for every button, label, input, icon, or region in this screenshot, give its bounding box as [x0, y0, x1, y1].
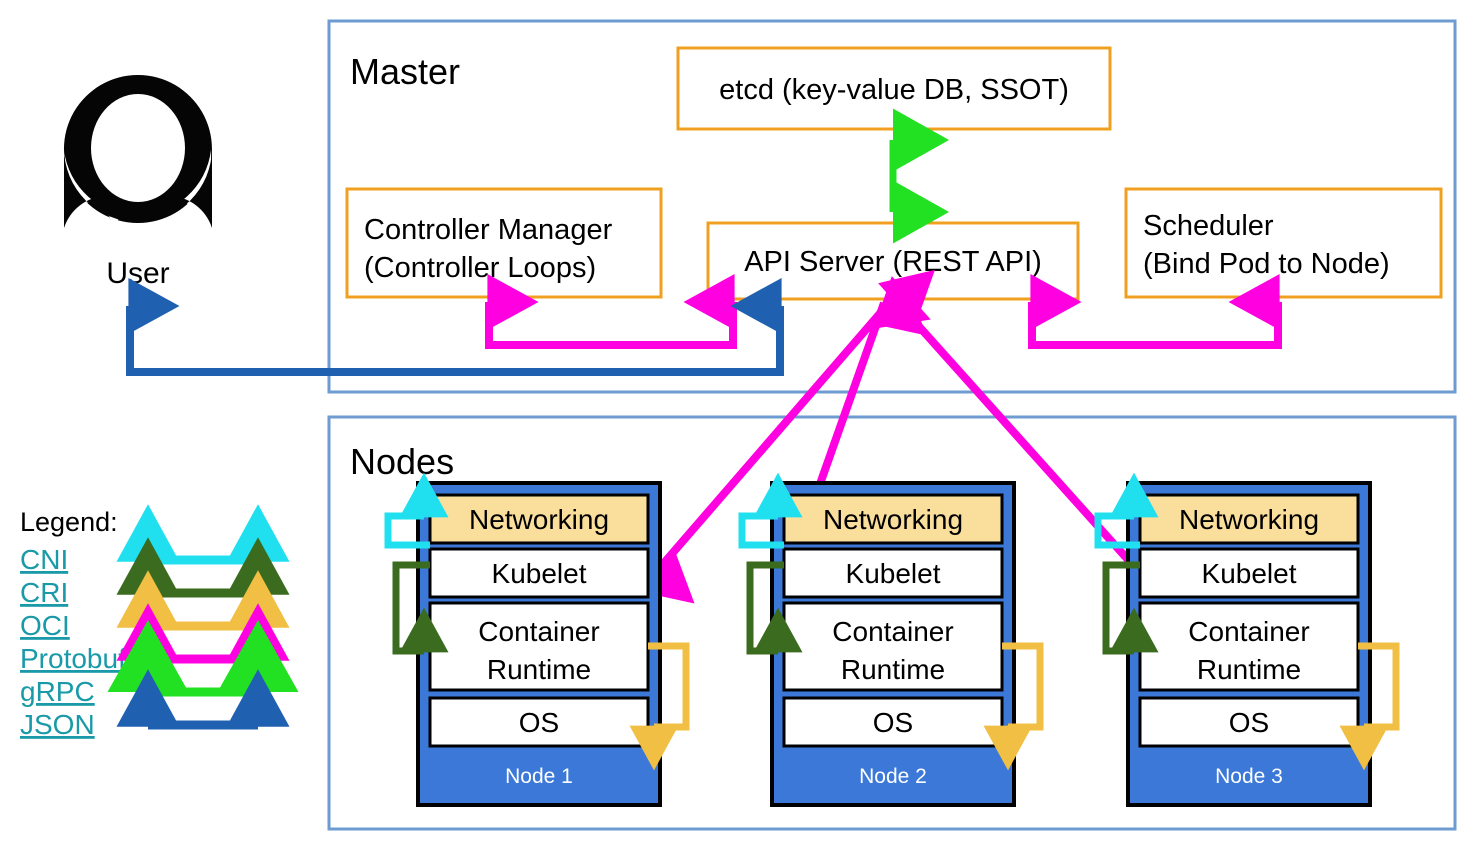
node-1-container-runtime-label-line2: Runtime — [487, 654, 591, 685]
node-2-os-layer[interactable] — [782, 696, 1004, 748]
node-2-oci-arrow — [983, 642, 1044, 771]
api-server-label: API Server (REST API) — [744, 246, 1042, 278]
node-1-os-label: OS — [519, 707, 559, 738]
node-3-cni-arrow — [1094, 472, 1159, 549]
controller-manager-label-line2: (Controller Loops) — [364, 252, 596, 284]
node-3-os-label: OS — [1229, 707, 1269, 738]
legend-item-oci-label[interactable]: OCI — [20, 610, 70, 641]
json-user-apiserver-connector — [126, 278, 784, 376]
node-1-kubelet-label: Kubelet — [492, 558, 587, 589]
node-1-container-runtime-label-line1: Container — [478, 616, 599, 647]
node-1-container-runtime-layer[interactable] — [428, 601, 650, 692]
scheduler-label-line1: Scheduler — [1143, 210, 1274, 242]
node-1-oci-arrow — [629, 642, 690, 771]
node-2-kubelet-label: Kubelet — [846, 558, 941, 589]
etcd-label: etcd (key-value DB, SSOT) — [719, 74, 1069, 106]
node-2-kubelet-layer[interactable] — [782, 547, 1004, 599]
scheduler-label-line2: (Bind Pod to Node) — [1143, 248, 1390, 280]
node-2-cni-arrow — [738, 472, 803, 549]
legend-item-protobuf-label[interactable]: Protobuf — [20, 643, 126, 674]
controller-manager-label-line1: Controller Manager — [364, 214, 613, 246]
user-avatar-icon — [63, 75, 212, 228]
node-1-kubelet-layer[interactable] — [428, 547, 650, 599]
node-3[interactable]: Networking Kubelet Container Runtime OS … — [1094, 472, 1400, 807]
legend-item-cni-label[interactable]: CNI — [20, 544, 68, 575]
node-3-kubelet-label: Kubelet — [1202, 558, 1297, 589]
node-3-networking-label: Networking — [1179, 504, 1319, 535]
node-1-cni-arrow — [384, 472, 449, 549]
node-2-os-label: OS — [873, 707, 913, 738]
node-2-cri-arrow — [746, 561, 803, 655]
node-1-os-layer[interactable] — [428, 696, 650, 748]
node-2-container-runtime-layer[interactable] — [782, 601, 1004, 692]
node-3-name-label: Node 3 — [1215, 765, 1283, 788]
master-title: Master — [350, 51, 460, 92]
node-1[interactable]: Networking Kubelet Container Runtime OS … — [384, 472, 690, 807]
node-3-container-runtime-layer[interactable] — [1138, 601, 1360, 692]
legend-item-json-label[interactable]: JSON — [20, 709, 95, 740]
node-3-container-runtime-label-line2: Runtime — [1197, 654, 1301, 685]
scheduler-box[interactable] — [1124, 187, 1443, 299]
node-3-container-runtime-label-line1: Container — [1188, 616, 1309, 647]
node-3-cri-arrow — [1102, 561, 1159, 655]
node-1-name-label: Node 1 — [505, 765, 573, 788]
node-2-networking-label: Networking — [823, 504, 963, 535]
node-1-networking-layer[interactable] — [428, 493, 650, 545]
node-2[interactable]: Networking Kubelet Container Runtime OS … — [738, 472, 1044, 807]
legend: Legend: CNI CRI OCI Protobuf gRPC JSON — [20, 504, 299, 740]
node-3-kubelet-layer[interactable] — [1138, 547, 1360, 599]
node-2-networking-layer[interactable] — [782, 493, 1004, 545]
node-2-container-runtime-label-line2: Runtime — [841, 654, 945, 685]
protobuf-controller-apiserver-connector — [485, 274, 737, 349]
protobuf-scheduler-apiserver-connector — [1028, 274, 1282, 349]
legend-title: Legend: — [20, 507, 118, 537]
legend-item-grpc-label[interactable]: gRPC — [20, 676, 95, 707]
node-1-cri-arrow — [392, 561, 449, 655]
user-label: User — [106, 257, 169, 290]
nodes-title: Nodes — [350, 441, 454, 482]
node-3-oci-arrow — [1339, 642, 1400, 771]
node-3-networking-layer[interactable] — [1138, 493, 1360, 545]
node-2-container-runtime-label-line1: Container — [832, 616, 953, 647]
node-2-name-label: Node 2 — [859, 765, 927, 788]
node-1-networking-label: Networking — [469, 504, 609, 535]
legend-item-cri-label[interactable]: CRI — [20, 577, 68, 608]
node-3-os-layer[interactable] — [1138, 696, 1360, 748]
